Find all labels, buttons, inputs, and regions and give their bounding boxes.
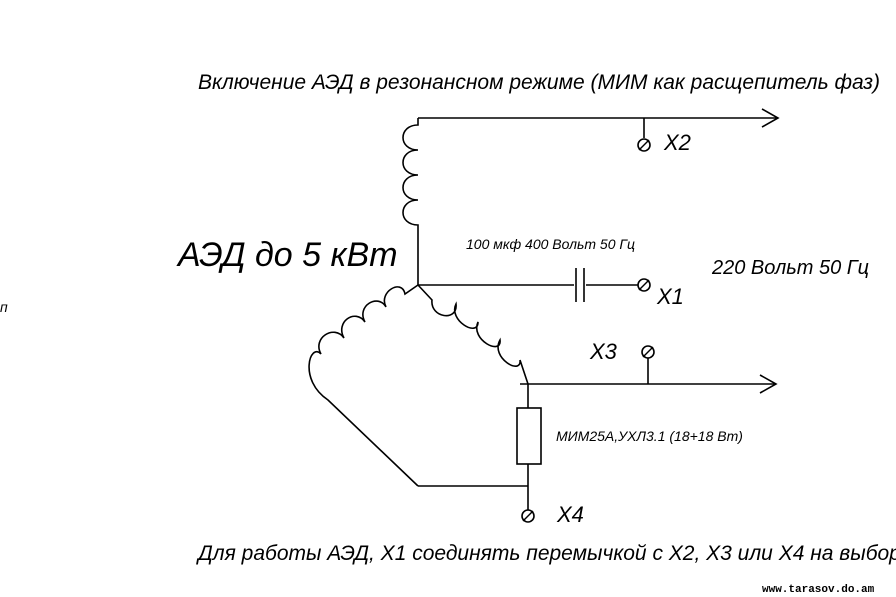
- capacitor-label: 100 мкф 400 Вольт 50 Гц: [466, 236, 635, 252]
- resistor-label: МИМ25А,УХЛ3.1 (18+18 Вт): [556, 428, 743, 444]
- edge-mark: п: [0, 299, 8, 315]
- motor-label: АЭД до 5 кВт: [176, 236, 398, 274]
- winding-left: [308, 284, 419, 487]
- winding-top: [402, 118, 419, 285]
- supply-label: 220 Вольт 50 Гц: [711, 257, 869, 279]
- x2-arrow: [761, 108, 780, 128]
- credit-url[interactable]: www.tarasov.do.am: [762, 584, 875, 596]
- winding-right: [417, 284, 529, 385]
- x3-arrow: [759, 374, 778, 394]
- diagram-title: Включение АЭД в резонансном режиме (МИМ …: [198, 71, 880, 94]
- bottom-note: Для работы АЭД, Х1 соединять перемычкой …: [196, 542, 896, 565]
- x2-terminal[interactable]: [637, 138, 651, 152]
- x1-terminal[interactable]: [637, 278, 651, 292]
- x1-label: X1: [656, 284, 684, 309]
- x2-label: X2: [663, 130, 691, 155]
- x4-label: X4: [556, 502, 584, 527]
- resistor: [516, 407, 542, 465]
- x4-terminal[interactable]: [521, 509, 535, 523]
- x3-label: X3: [589, 339, 618, 364]
- x3-terminal[interactable]: [641, 345, 655, 359]
